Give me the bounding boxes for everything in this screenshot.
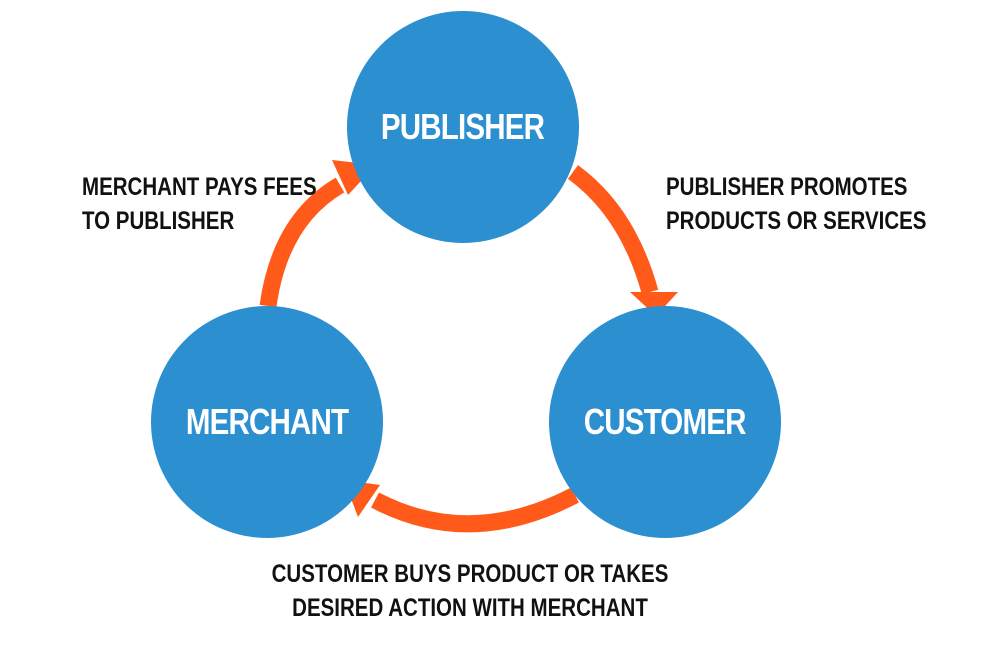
node-merchant-label: MERCHANT [185, 401, 349, 442]
caption-line: DESIRED ACTION WITH MERCHANT [292, 594, 648, 622]
arrow-customer-to-merchant [371, 487, 579, 533]
arrowhead-publisher-to-customer [630, 292, 678, 316]
caption-publisher-to-customer: PUBLISHER PROMOTES PRODUCTS OR SERVICES [666, 170, 926, 238]
node-merchant: MERCHANT [151, 306, 383, 538]
caption-line: MERCHANT PAYS FEES [82, 173, 317, 201]
arrow-publisher-to-customer [567, 165, 659, 295]
caption-line: TO PUBLISHER [82, 207, 235, 235]
caption-customer-to-merchant: CUSTOMER BUYS PRODUCT OR TAKES DESIRED A… [272, 557, 669, 625]
caption-line: PUBLISHER PROMOTES [666, 173, 908, 201]
caption-line: PRODUCTS OR SERVICES [666, 207, 927, 235]
caption-merchant-to-publisher: MERCHANT PAYS FEES TO PUBLISHER [82, 170, 317, 238]
arrow-merchant-to-publisher [259, 177, 345, 308]
node-publisher-label: PUBLISHER [381, 106, 545, 147]
node-publisher: PUBLISHER [347, 11, 579, 243]
node-customer-label: CUSTOMER [584, 401, 747, 442]
caption-line: CUSTOMER BUYS PRODUCT OR TAKES [271, 560, 669, 588]
node-customer: CUSTOMER [549, 306, 781, 538]
